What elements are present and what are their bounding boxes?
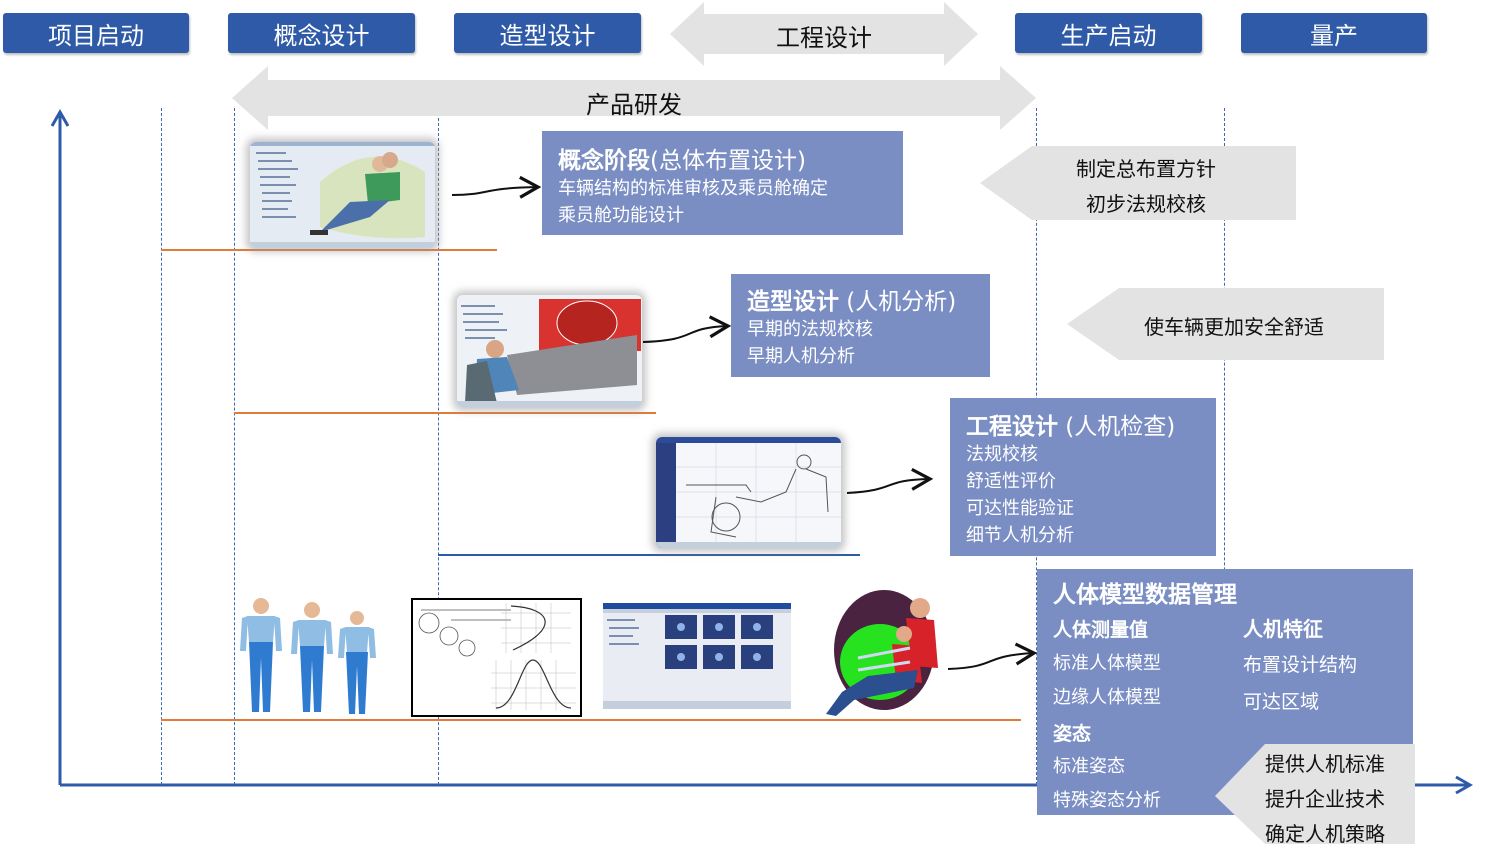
note3-line-3: 确定人机策略 [1265,822,1385,846]
divider-1 [161,108,162,785]
engineering-stage-box: 工程设计 (人机检查) 法规校核 舒适性评价 可达性能验证 细节人机分析 [950,398,1216,556]
note-arrow-2 [1067,288,1384,360]
styling-title-main: 造型设计 [747,289,839,315]
note1-line-2: 初步法规校核 [1086,192,1206,216]
phase-project-start: 项目启动 [3,13,189,53]
manikin-baseline [161,719,1021,721]
arrow-engineering [846,467,934,494]
manikin-software-screenshot [603,603,791,709]
note-arrow-3 [1215,744,1415,844]
engineering-line-4: 细节人机分析 [966,525,1074,546]
manikin-3 [338,611,376,714]
phase-engineering-arrow [670,2,978,66]
seated-manikin-figure [826,590,938,716]
phase-concept-design: 概念设计 [228,13,415,53]
manikin-figures [240,598,376,714]
arrow-concept [451,175,542,199]
phase-mass-production: 量产 [1241,13,1427,53]
note1-line-1: 制定总布置方针 [1076,157,1216,181]
divider-5 [1224,108,1225,785]
x-axis-arrowhead [1455,775,1474,795]
manikin-1 [240,598,282,712]
concept-line-2: 乘员舱功能设计 [558,205,684,226]
manikin-col1-item-2: 边缘人体模型 [1053,687,1161,708]
concept-title-sub: (总体布置设计) [650,148,806,174]
styling-title-sub: (人机分析) [839,289,957,315]
engineering-title-main: 工程设计 [966,414,1058,440]
manikin-col1-item-3: 标准姿态 [1053,756,1125,777]
phase-styling-design: 造型设计 [454,13,641,53]
concept-line-1: 车辆结构的标准审核及乘员舱确定 [558,178,828,199]
engineering-title: 工程设计 (人机检查) [966,407,1175,441]
engineering-line-1: 法规校核 [966,444,1038,465]
y-axis-arrowhead [50,108,70,127]
styling-cad-screenshot [457,295,642,407]
arrow-manikin [947,642,1038,670]
styling-baseline [234,412,656,414]
concept-title: 概念阶段(总体布置设计) [558,141,828,175]
concept-cad-screenshot [250,142,435,248]
note2-text: 使车辆更加安全舒适 [1144,315,1324,339]
engineering-line-3: 可达性能验证 [966,498,1074,519]
concept-title-main: 概念阶段 [558,148,650,174]
arrow-styling [642,315,732,343]
styling-title: 造型设计 (人机分析) [747,282,956,316]
styling-line-2: 早期人机分析 [747,346,855,367]
divider-2 [234,108,235,785]
styling-line-1: 早期的法规校核 [747,319,873,340]
note-arrow-1 [980,146,1296,220]
manikin-title: 人体模型数据管理 [1053,582,1237,608]
anthropometric-chart-image [411,598,582,717]
product-dev-label: 产品研发 [586,91,682,119]
engineering-cad-screenshot [656,437,841,548]
note3-line-2: 提升企业技术 [1265,787,1385,811]
manikin-col2-item-2: 可达区域 [1243,691,1320,713]
engineering-line-2: 舒适性评价 [966,471,1056,492]
note3-line-1: 提供人机标准 [1265,752,1385,776]
engineering-baseline [438,554,860,556]
manikin-col2-item-1: 布置设计结构 [1243,654,1358,676]
manikin-col1-item-1: 标准人体模型 [1053,653,1161,674]
divider-3 [438,108,439,785]
styling-stage-box: 造型设计 (人机分析) 早期的法规校核 早期人机分析 [731,274,990,377]
manikin-col1-item-4: 特殊姿态分析 [1053,790,1161,811]
concept-baseline [161,249,497,251]
product-dev-arrow [232,66,1036,130]
manikin-data-box: 人体模型数据管理 人体测量值 标准人体模型 边缘人体模型 姿态 标准姿态 特殊姿… [1037,569,1413,815]
manikin-col1-heading: 人体测量值 [1053,619,1149,641]
concept-stage-box: 概念阶段(总体布置设计) 车辆结构的标准审核及乘员舱确定 乘员舱功能设计 [542,131,903,235]
phase-production-start: 生产启动 [1015,13,1202,53]
manikin-col1-heading-2: 姿态 [1053,723,1092,745]
manikin-col2-heading: 人机特征 [1243,617,1323,641]
engineering-title-sub: (人机检查) [1058,414,1176,440]
phase-engineering-design: 工程设计 [776,24,872,52]
manikin-2 [291,602,333,712]
